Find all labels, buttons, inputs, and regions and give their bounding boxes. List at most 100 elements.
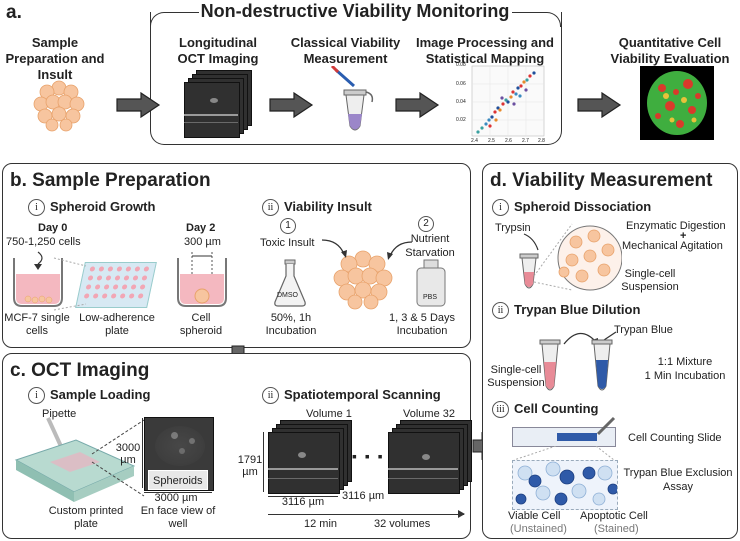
dim-3116-b: 3116 µm [342,490,385,502]
dim-line-vertical [263,432,264,492]
roman-numeral: ii [262,199,279,217]
oct-volume-stack [184,70,254,140]
spheroid-icon [33,80,85,132]
time-label: 12 min [304,518,338,530]
timeline-line [268,514,464,515]
panel-a-bracket [150,12,562,145]
custom-plate-label: Custom printed plate [48,505,124,530]
panel-b-label: b. Sample Preparation [10,170,211,191]
tube-icon [519,233,539,289]
roman-numeral: iii [492,401,509,419]
day0-label: Day 0 [38,222,68,234]
volume1-label: Volume 1 [306,408,352,420]
curved-arrow-icon [321,239,347,258]
dmso-desc: 50%, 1h Incubation [265,312,317,337]
viability-heatmap [640,66,714,140]
step-number: 1 [280,218,296,234]
day0-cells: 750-1,250 cells [6,236,81,248]
stained-label: (Stained) [594,523,639,535]
panel-c-label: c. OCT Imaging [10,360,150,381]
zoom-circle [533,223,622,291]
trypsin-label: Trypsin [495,222,531,234]
incubation-label: 1 Min Incubation [644,370,726,382]
plus-label: + [680,230,687,242]
cell-field [512,460,619,510]
step-sample-prep: Sample Preparation and Insult [5,35,105,82]
scatter-y-tick: 0.02 [456,117,466,123]
roman-numeral: i [492,199,509,217]
arrow-icon [395,92,440,118]
tube-icon [330,66,374,131]
step-oct: Longitudinal OCT Imaging [177,35,259,66]
slide-label: Cell Counting Slide [628,432,722,444]
panel-a-bracket-top-left [150,12,199,27]
plate-label: Low-adherence plate [79,312,155,337]
step-classical: Classical Viability Measurement [290,35,401,66]
spheroid-icon [333,250,393,310]
zoom-lines [53,257,87,311]
arrow-icon [116,92,161,118]
apoptotic-cell-label: Apoptotic Cell [580,510,648,522]
roman-numeral: i [28,387,45,405]
oct-volume-1 [268,420,352,494]
tube-icon [591,331,617,391]
zoom-lines [91,419,145,497]
scatter-plot: 0.08 0.06 0.04 0.02 2.4 2.5 2.6 2.7 2.8 [456,62,548,148]
unstained-label: (Unstained) [510,523,567,535]
pbs-label: PBS [423,294,438,301]
dim-line-vertical [142,418,143,488]
toxic-insult-label: Toxic Insult [260,237,315,249]
dim-line-horizontal [144,492,212,493]
custom-plate-icon [14,417,136,502]
roman-numeral: i [28,199,45,217]
step-number: 2 [418,216,434,232]
well-icon [177,252,227,307]
curved-arrow-icon [387,241,413,260]
oct-volume-32 [388,420,472,494]
spheroid-label: Cell spheroid [179,312,223,337]
scatter-x-tick: 2.4 [471,138,478,144]
dim-1791: 1791 µm [237,454,263,478]
mixture-label: 1:1 Mixture [657,356,713,368]
scatter-y-tick: 0.04 [456,99,466,105]
plate-icon [75,262,157,308]
panel-d-label: d. Viability Measurement [490,170,713,191]
volume32-label: Volume 32 [403,408,455,420]
pbs-desc: 1, 3 & 5 Days Incubation [388,312,456,337]
step-quantitative: Quantitative Cell Viability Evaluation [610,35,730,66]
mcf7-label: MCF-7 single cells [4,312,70,337]
trypan-blue-label: Trypan Blue [614,324,673,336]
day2-size: 300 µm [184,236,221,248]
scatter-x-tick: 2.8 [538,138,545,144]
ellipsis: ▪ ▪ ▪ [352,448,385,464]
viable-cell-label: Viable Cell [508,510,561,522]
assay-label: Trypan Blue Exclusion Assay [623,467,733,493]
mechanical-label: Mechanical Agitation [622,240,723,252]
scatter-x-tick: 2.5 [488,138,495,144]
scatter-x-tick: 2.6 [505,138,512,144]
dmso-label: DMSO [277,292,298,299]
counting-slide [512,427,616,447]
roman-numeral: ii [262,387,279,405]
spheroids-callout: Spheroids [148,470,208,490]
bottle-icon [416,259,446,307]
scatter-y-tick: 0.06 [456,81,466,87]
panel-a-bracket-top-right [512,12,561,27]
nutrient-starvation-label: Nutrient Starvation [405,233,455,259]
pipette-icon [596,416,616,436]
flask-icon [274,259,306,307]
well-icon [13,251,63,307]
tube-icon [539,339,561,391]
pipette-label: Pipette [42,408,77,420]
dim-line-horizontal [268,496,338,497]
panel-a-label: a. [6,2,22,23]
scatter-y-tick: 0.08 [456,62,466,68]
arrow-icon [269,92,314,118]
roman-numeral: ii [492,302,509,320]
